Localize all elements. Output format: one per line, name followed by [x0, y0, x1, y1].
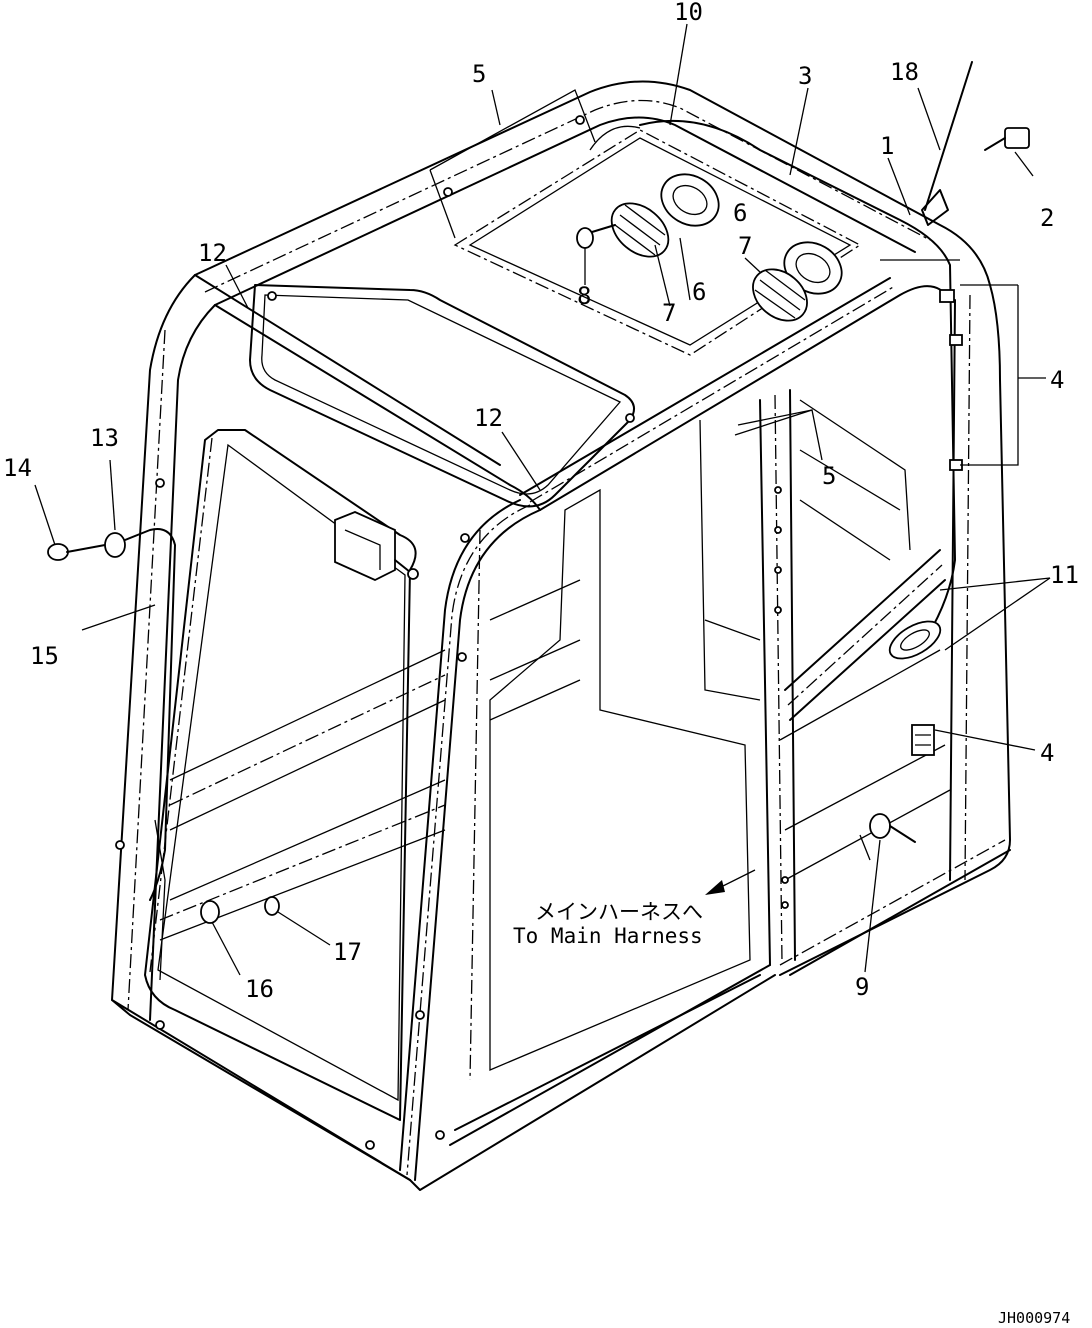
- callout-8: 8: [577, 282, 591, 310]
- callout-3: 3: [798, 62, 812, 90]
- callout-12-left: 12: [198, 239, 227, 267]
- speaker-right: [783, 241, 843, 295]
- connector-17: [264, 896, 280, 916]
- roof-harness: [639, 119, 956, 641]
- callout-13: 13: [90, 424, 119, 452]
- screw: [576, 224, 616, 249]
- callout-11: 11: [1050, 561, 1079, 589]
- speaker-left: [660, 173, 720, 227]
- callout-7-right: 7: [738, 232, 752, 260]
- callout-labels: 10 5 3 18 1 2 6 6 7 7 8 12 12 4 4 5 13 1…: [3, 0, 1079, 1003]
- harness-clips: [939, 289, 963, 471]
- callout-12-center: 12: [474, 404, 503, 432]
- callout-1: 1: [880, 132, 894, 160]
- antenna-bolt: [984, 127, 1030, 151]
- drawing-code: JH000974: [998, 1309, 1070, 1327]
- callout-6-right: 6: [733, 199, 747, 227]
- callout-6-left: 6: [692, 278, 706, 306]
- leader-lines: [34, 23, 1051, 976]
- harness-note: メインハーネスへ To Main Harness: [513, 900, 703, 948]
- callout-7-left: 7: [662, 299, 676, 327]
- callout-4-bottom: 4: [1040, 739, 1054, 767]
- relay-block: [911, 724, 935, 756]
- connector-16: [200, 900, 220, 924]
- work-light: [334, 511, 419, 581]
- speaker-grill-right: [752, 268, 808, 322]
- callout-9: 9: [855, 973, 869, 1001]
- note-japanese: メインハーネスへ: [535, 900, 703, 924]
- callout-15: 15: [30, 642, 59, 670]
- callout-10: 10: [674, 0, 703, 26]
- antenna: [924, 61, 973, 211]
- note-english: To Main Harness: [513, 924, 703, 948]
- callout-4-top: 4: [1050, 366, 1064, 394]
- callout-17: 17: [333, 938, 362, 966]
- switch-panel: [888, 620, 942, 660]
- callout-16: 16: [245, 975, 274, 1003]
- dome-lamp: [47, 532, 126, 561]
- cab-frame: [111, 80, 1011, 1191]
- callout-2: 2: [1040, 204, 1054, 232]
- callout-5-mid: 5: [822, 462, 836, 490]
- speaker-grill-left: [610, 202, 670, 258]
- front-harness: [124, 528, 176, 901]
- callout-18: 18: [890, 58, 919, 86]
- components: [47, 61, 1030, 981]
- callout-14: 14: [3, 454, 32, 482]
- callout-5-top: 5: [472, 60, 486, 88]
- ground-bolt: [859, 813, 916, 861]
